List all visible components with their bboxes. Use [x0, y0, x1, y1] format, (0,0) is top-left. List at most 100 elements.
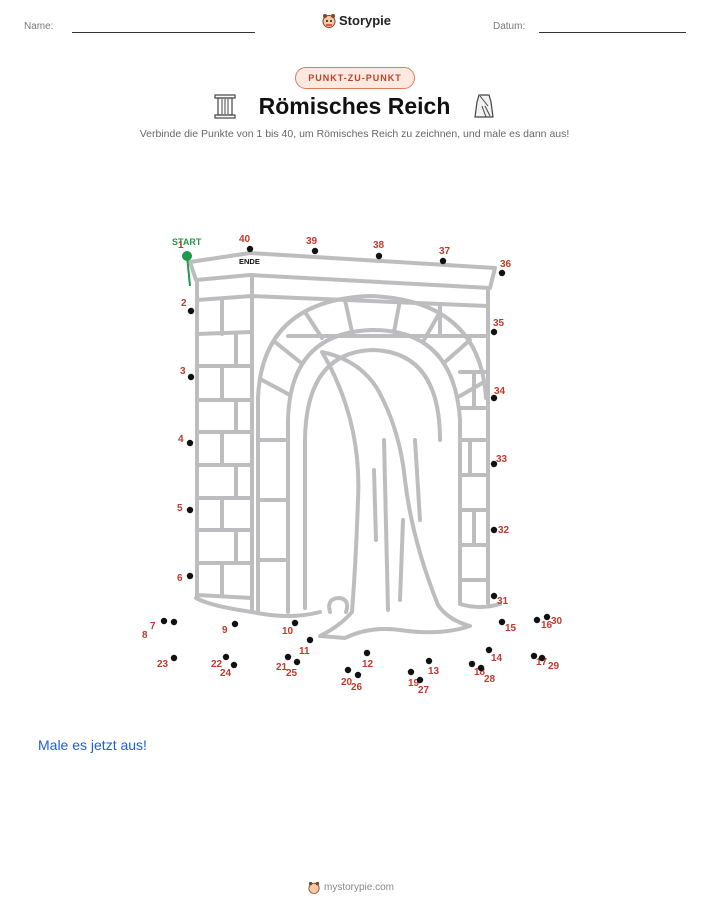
dot-label-3: 3 [180, 366, 186, 377]
dot-11[interactable] [306, 636, 314, 644]
page-title: Römisches Reich [258, 93, 451, 119]
dot-7[interactable] [160, 617, 168, 625]
dot-40[interactable] [246, 245, 254, 253]
dot-2[interactable] [187, 307, 195, 315]
storypie-mascot-icon [322, 14, 336, 28]
dot-5[interactable] [186, 506, 194, 514]
dot-26[interactable] [354, 671, 362, 679]
dot-20[interactable] [344, 666, 352, 674]
dot-35[interactable] [490, 328, 498, 336]
storypie-mascot-icon [308, 881, 320, 894]
dot-38[interactable] [375, 252, 383, 260]
start-label: START [172, 237, 202, 247]
dot-19[interactable] [407, 668, 415, 676]
dot-label-5: 5 [177, 503, 183, 514]
dot-label-31: 31 [497, 596, 509, 607]
dot-label-11: 11 [299, 646, 310, 657]
dot-27[interactable] [416, 676, 424, 684]
dot-10[interactable] [291, 619, 299, 627]
dot-17[interactable] [530, 652, 538, 660]
dot-label-36: 36 [500, 259, 512, 270]
brand-name: Storypie [339, 13, 392, 28]
dot-8[interactable] [170, 618, 178, 626]
dot-label-27: 27 [418, 685, 430, 696]
dot-label-12: 12 [362, 659, 374, 670]
dot-label-24: 24 [220, 668, 232, 679]
dot-label-1: 1 [178, 240, 184, 251]
dot-28[interactable] [477, 664, 485, 672]
dot-label-35: 35 [493, 318, 505, 329]
dot-label-30: 30 [551, 616, 563, 627]
footer: mystorypie.com [308, 881, 394, 894]
dot-12[interactable] [363, 649, 371, 657]
dot-label-7: 7 [150, 621, 156, 632]
dot-32[interactable] [490, 526, 498, 534]
dot-label-34: 34 [494, 386, 506, 397]
roman-column-icon [214, 94, 236, 119]
dot-label-10: 10 [282, 626, 294, 637]
dot-37[interactable] [439, 257, 447, 265]
dot-label-22: 22 [211, 659, 223, 670]
roman-arch-outline [188, 251, 502, 640]
name-field[interactable] [72, 32, 255, 33]
dot-1[interactable] [182, 251, 192, 261]
dot-4[interactable] [186, 439, 194, 447]
dot-31[interactable] [490, 592, 498, 600]
dot-23[interactable] [170, 654, 178, 662]
dot-label-26: 26 [351, 682, 363, 693]
dot-24[interactable] [230, 661, 238, 669]
dot-label-13: 13 [428, 666, 440, 677]
dot-14[interactable] [485, 646, 493, 654]
dot-label-14: 14 [491, 653, 503, 664]
dot-label-4: 4 [178, 434, 184, 445]
dot-22[interactable] [222, 653, 230, 661]
dot-label-2: 2 [181, 298, 187, 309]
dot-label-32: 32 [498, 525, 510, 536]
date-label: Datum: [493, 21, 526, 32]
dot-label-29: 29 [548, 661, 560, 672]
dot-label-20: 20 [341, 677, 353, 688]
dot-label-19: 19 [408, 678, 420, 689]
dot-3[interactable] [187, 373, 195, 381]
dot-label-23: 23 [157, 659, 169, 670]
date-field[interactable] [539, 32, 686, 33]
dot-39[interactable] [311, 247, 319, 255]
dot-label-8: 8 [142, 630, 148, 641]
dot-30[interactable] [543, 613, 551, 621]
color-it-note: Male es jetzt aus! [38, 737, 147, 753]
dot-label-16: 16 [541, 620, 553, 631]
dot-label-38: 38 [373, 240, 385, 251]
dot-25[interactable] [293, 658, 301, 666]
dot-label-21: 21 [276, 662, 288, 673]
dot-34[interactable] [490, 394, 498, 402]
dot-29[interactable] [538, 654, 546, 662]
dot-label-9: 9 [222, 625, 228, 636]
instructions: Verbinde die Punkte von 1 bis 40, um Röm… [139, 128, 570, 140]
dot-16[interactable] [533, 616, 541, 624]
start-marker-line [186, 255, 191, 287]
dot-label-40: 40 [239, 234, 251, 245]
worksheet-type-badge: PUNKT-ZU-PUNKT [295, 67, 415, 89]
dot-6[interactable] [186, 572, 194, 580]
dot-label-33: 33 [496, 454, 508, 465]
dot-9[interactable] [231, 620, 239, 628]
dot-18[interactable] [468, 660, 476, 668]
name-label: Name: [24, 21, 54, 32]
dot-21[interactable] [284, 653, 292, 661]
dot-label-37: 37 [439, 246, 451, 257]
dot-label-6: 6 [177, 573, 183, 584]
dot-label-17: 17 [536, 657, 548, 668]
dot-33[interactable] [490, 460, 498, 468]
brand-logo: Storypie [322, 13, 391, 28]
end-label: ENDE [239, 257, 260, 266]
dot-13[interactable] [425, 657, 433, 665]
dot-label-28: 28 [484, 674, 496, 685]
dot-15[interactable] [498, 618, 506, 626]
dot-label-25: 25 [286, 668, 298, 679]
dot-label-18: 18 [474, 667, 486, 678]
footer-url[interactable]: mystorypie.com [324, 882, 395, 893]
dot-36[interactable] [498, 269, 506, 277]
dot-label-15: 15 [505, 623, 517, 634]
